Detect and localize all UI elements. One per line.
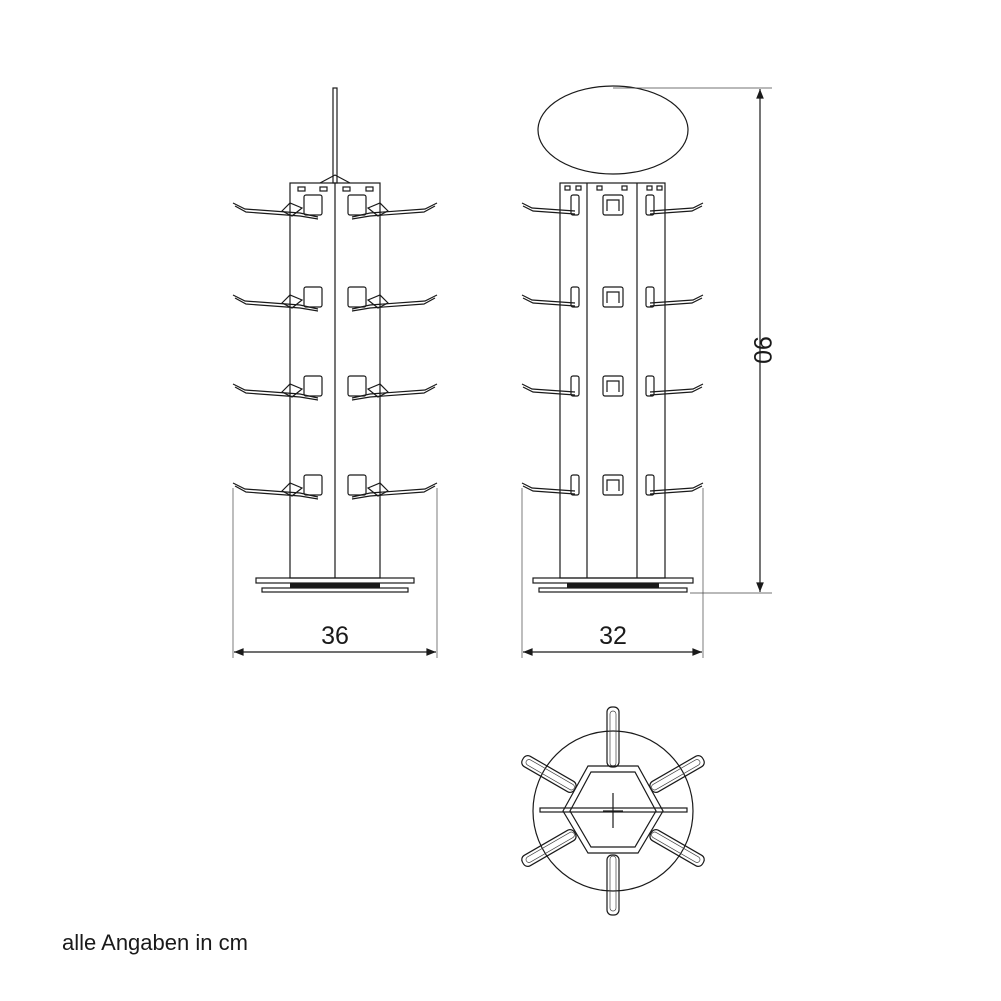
- slot: [319, 186, 328, 192]
- hook-holder: [645, 286, 655, 308]
- hook-holder: [303, 375, 323, 397]
- arm-outline: [521, 755, 577, 793]
- hook-holder: [303, 286, 323, 308]
- hook: [521, 202, 576, 215]
- side-view: 32 90: [521, 85, 776, 658]
- hook: [351, 294, 438, 312]
- hook: [521, 482, 576, 495]
- slot: [575, 185, 582, 191]
- pole-bracket: [319, 174, 351, 184]
- hook-holder: [570, 194, 580, 216]
- base-plate-top: [255, 577, 415, 584]
- hook-arm: [649, 755, 705, 793]
- hook-holder: [645, 474, 655, 496]
- hook-bracket: [606, 380, 620, 392]
- hook: [649, 482, 704, 495]
- hook: [649, 294, 704, 307]
- hook: [232, 383, 319, 401]
- hook-arm: [521, 755, 577, 793]
- hook: [232, 202, 319, 220]
- slot: [646, 185, 653, 191]
- hook-holder: [570, 286, 580, 308]
- hook-bracket: [606, 479, 620, 491]
- hook-clip: [366, 294, 390, 309]
- hook-arm: [649, 829, 705, 867]
- arm-outline: [649, 829, 705, 867]
- hook: [351, 482, 438, 500]
- hook-holder-front: [602, 286, 624, 308]
- hook-holder: [570, 375, 580, 397]
- hook-arm: [606, 854, 620, 916]
- hook-holder-front: [602, 194, 624, 216]
- arm-inner: [525, 831, 575, 863]
- dimension-label-front: 36: [321, 622, 349, 650]
- arm-outline: [649, 755, 705, 793]
- arm-outline: [606, 854, 620, 916]
- hook-bracket: [606, 291, 620, 303]
- hook-holder-front: [602, 474, 624, 496]
- hexagon-inner: [569, 771, 657, 848]
- arm-outline: [521, 829, 577, 867]
- hook: [649, 383, 704, 396]
- hexagon-column: [562, 765, 664, 854]
- top-view: [521, 706, 705, 916]
- hook-clip: [366, 383, 390, 398]
- slot: [342, 186, 351, 192]
- hook-holder: [347, 474, 367, 496]
- hook-holder-front: [602, 375, 624, 397]
- sign-board: [537, 85, 689, 175]
- dimension-label-height: 90: [748, 336, 776, 364]
- front-view: 36: [232, 87, 438, 658]
- slot: [564, 185, 571, 191]
- base-bearing: [567, 583, 659, 588]
- slot: [656, 185, 663, 191]
- arm-inner: [609, 855, 617, 912]
- hook: [232, 294, 319, 312]
- arm-inner: [651, 831, 701, 863]
- sign-pole: [332, 87, 338, 184]
- hook-arm: [606, 706, 620, 768]
- hook: [232, 482, 319, 500]
- arm-inner: [609, 710, 617, 767]
- slot: [596, 185, 603, 191]
- base-circle: [532, 730, 694, 892]
- hook-clip: [280, 294, 304, 309]
- arm-inner: [651, 759, 701, 791]
- hook: [649, 202, 704, 215]
- hook: [351, 202, 438, 220]
- arm-outline: [606, 706, 620, 768]
- units-note: alle Angaben in cm: [62, 930, 248, 955]
- base-bearing: [290, 583, 380, 588]
- hook: [521, 294, 576, 307]
- hook: [521, 383, 576, 396]
- hook-clip: [280, 202, 304, 217]
- hook-bracket: [606, 199, 620, 211]
- hook-clip: [366, 482, 390, 497]
- base-plate-bottom: [261, 587, 409, 593]
- hook-holder: [347, 286, 367, 308]
- hook: [351, 383, 438, 401]
- hook-holder: [303, 474, 323, 496]
- hook-clip: [280, 383, 304, 398]
- hook-holder: [645, 194, 655, 216]
- arm-inner: [525, 759, 575, 791]
- hook-arm: [521, 829, 577, 867]
- slot: [365, 186, 374, 192]
- slot: [621, 185, 628, 191]
- slot: [297, 186, 306, 192]
- hook-holder: [645, 375, 655, 397]
- hook-clip: [280, 482, 304, 497]
- dimension-label-side: 32: [599, 622, 627, 650]
- hook-holder: [347, 375, 367, 397]
- hook-holder: [347, 194, 367, 216]
- hook-clip: [366, 202, 390, 217]
- base-plate-bottom: [538, 587, 688, 593]
- hook-holder: [570, 474, 580, 496]
- base-plate-top: [532, 577, 694, 584]
- hook-holder: [303, 194, 323, 216]
